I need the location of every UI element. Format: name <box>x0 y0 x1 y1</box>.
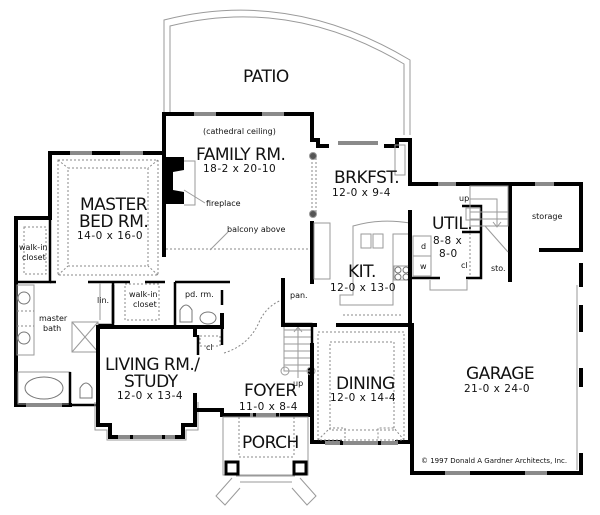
powder-room-label: pd. rm. <box>185 290 214 299</box>
util-up-label: up <box>459 194 470 203</box>
family-room-dims: 18-2 x 20-10 <box>203 163 277 175</box>
breakfast-walls <box>309 112 412 284</box>
util-dims-1: 8-8 x <box>433 235 463 247</box>
copyright-notice: © 1997 Donald A Gardner Architects, Inc. <box>421 457 568 465</box>
pantry-label: pan. <box>290 291 308 300</box>
patio-outline <box>163 9 411 135</box>
dining-label: DINING <box>336 374 395 394</box>
storage-label: storage <box>532 212 563 221</box>
cathedral-ceiling-note: (cathedral ceiling) <box>203 127 276 136</box>
foyer-dims: 11-0 x 8-4 <box>239 401 298 413</box>
util-label: UTIL. <box>432 214 473 234</box>
walk-in-closet-1-label: walk-in <box>19 243 48 252</box>
porch <box>215 416 317 506</box>
master-bed-dims: 14-0 x 16-0 <box>77 230 144 242</box>
living-room-label-1: LIVING RM./ <box>105 355 200 375</box>
stairs-up-label: up <box>293 379 304 388</box>
dining-dims: 12-0 x 14-4 <box>330 392 397 404</box>
living-room-label-2: STUDY <box>124 372 178 392</box>
fireplace-label: fireplace <box>206 199 241 208</box>
breakfast-label: BRKFST. <box>334 168 400 188</box>
master-bedroom-walls <box>14 151 166 407</box>
balcony-label: balcony above <box>227 225 286 234</box>
master-bath-label-2: bath <box>43 324 62 333</box>
breakfast-dims: 12-0 x 9-4 <box>332 187 391 199</box>
linen-label: lin. <box>97 296 110 305</box>
walk-in-closet-2-label-2: closet <box>133 300 157 309</box>
foyer-closet-label: cl <box>206 343 213 352</box>
garage-label: GARAGE <box>466 364 535 384</box>
util-closet-label: cl <box>461 261 468 270</box>
washer-label: w <box>420 262 427 271</box>
util-garage-walls <box>408 182 583 475</box>
dryer-label: d <box>421 242 427 251</box>
walk-in-closet-2-label: walk-in <box>129 290 158 299</box>
foyer-label: FOYER <box>244 381 297 401</box>
sto-label: sto. <box>491 264 506 273</box>
kitchen-label: KIT. <box>348 262 376 282</box>
patio-label: PATIO <box>243 67 289 87</box>
master-bed-label-1: MASTER <box>80 195 148 215</box>
living-room-dims: 12-0 x 13-4 <box>117 390 184 402</box>
garage-dims: 21-0 x 24-0 <box>464 383 531 395</box>
master-bed-label-2: BED RM. <box>79 212 149 232</box>
walk-in-closet-1-label-2: closet <box>22 253 46 262</box>
family-room-label: FAMILY RM. <box>196 145 286 165</box>
kitchen-dims: 12-0 x 13-0 <box>330 282 397 294</box>
porch-label: PORCH <box>242 433 299 453</box>
util-dims-2: 8-0 <box>439 248 458 260</box>
master-bath-label: master <box>39 314 68 323</box>
fireplace-icon <box>166 157 184 204</box>
